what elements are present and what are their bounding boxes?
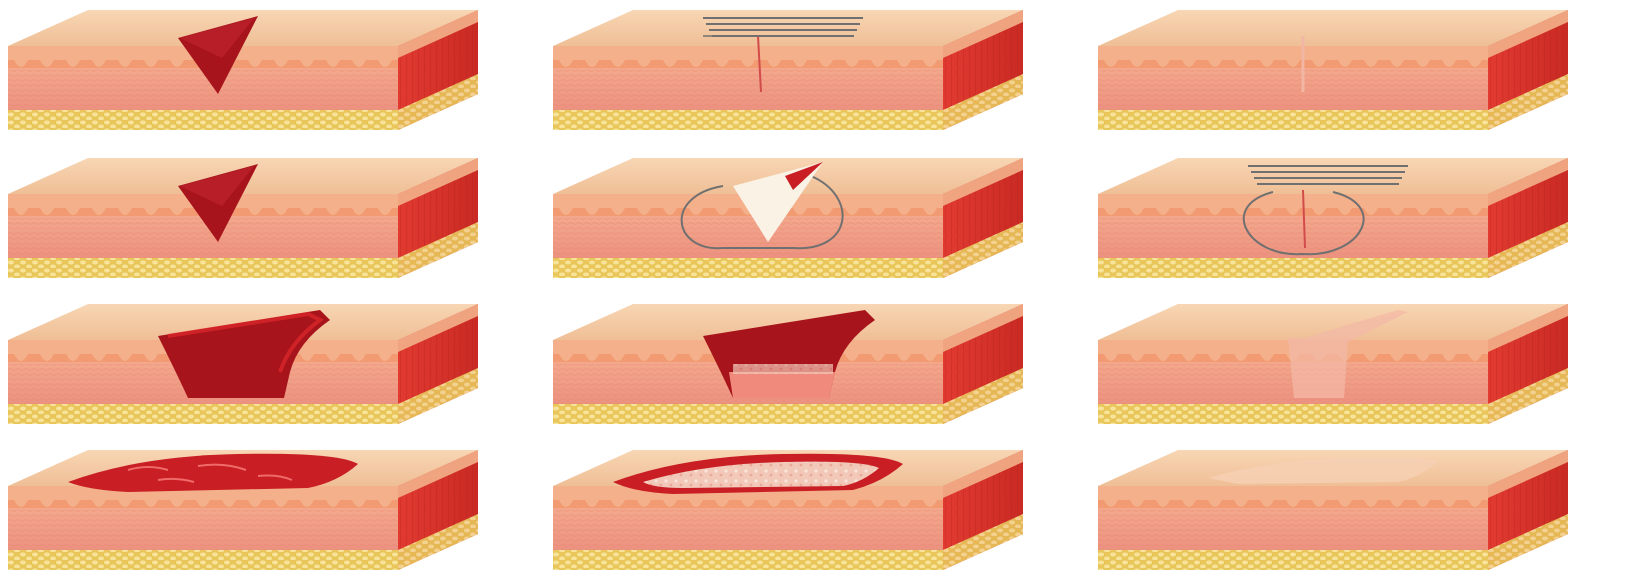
granulation-tissue: [729, 372, 835, 398]
fat-layer: [553, 550, 943, 570]
fat-layer: [1098, 258, 1488, 278]
skin-surface: [1098, 158, 1568, 194]
fat-layer: [553, 258, 943, 278]
skin-block-granulating: [553, 304, 1023, 424]
skin-block-healed: [1098, 10, 1568, 130]
skin-surface: [1098, 10, 1568, 46]
skin-block-healed: [1098, 450, 1568, 570]
skin-block-closed-with-sutures: [553, 10, 1023, 130]
skin-block-suturing: [553, 158, 1023, 278]
fat-layer: [8, 258, 398, 278]
fat-layer: [1098, 550, 1488, 570]
fat-layer: [553, 404, 943, 424]
fat-layer: [8, 404, 398, 424]
skin-block-open: [8, 158, 478, 278]
fat-layer: [1098, 404, 1488, 424]
skin-block-open: [8, 450, 478, 570]
fat-layer: [8, 550, 398, 570]
skin-block-granulating: [553, 450, 1023, 570]
skin-block-healed: [1098, 304, 1568, 424]
skin-block-open: [8, 10, 478, 130]
fat-layer: [553, 110, 943, 130]
fat-layer: [1098, 110, 1488, 130]
skin-surface: [553, 10, 1023, 46]
fat-layer: [8, 110, 398, 130]
skin-block-closed-with-sutures: [1098, 158, 1568, 278]
skin-block-open: [8, 304, 478, 424]
